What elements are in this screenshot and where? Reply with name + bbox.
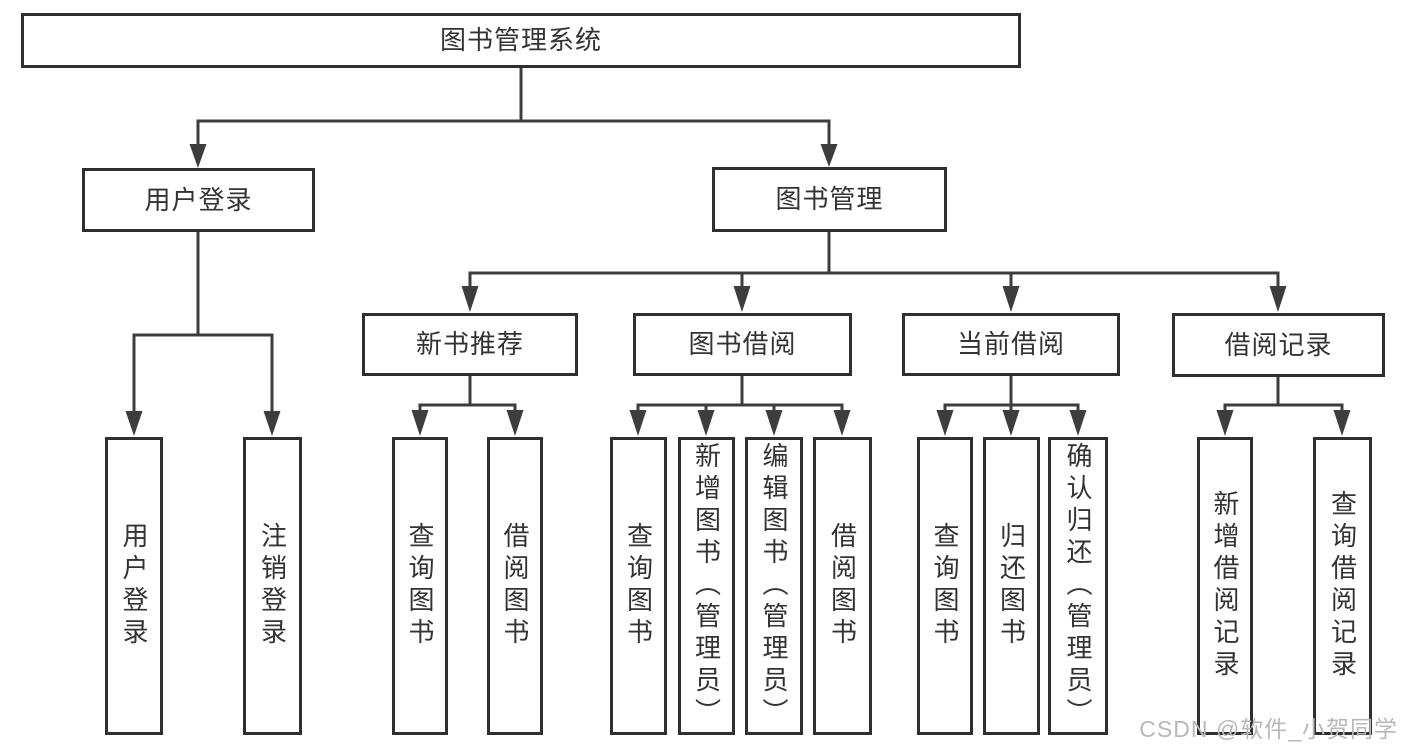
arrowheads-user-login-leaves	[125, 411, 281, 436]
leaf-record-add-borrow-record: 新增借阅记录	[1197, 437, 1253, 735]
arrowheads-record-leaves	[1216, 410, 1351, 436]
leaf-logout: 注销登录	[243, 437, 302, 735]
leaf-recommend-query-books: 查询图书	[392, 437, 448, 735]
leaf-label: 新增图书（管理员）	[691, 442, 722, 730]
leaf-current-query-books: 查询图书	[917, 437, 973, 735]
leaf-label: 归还图书	[996, 522, 1027, 650]
leaf-label: 借阅图书	[500, 522, 530, 650]
leaf-user-login: 用户登录	[105, 437, 163, 735]
arrowheads-borrow-leaves	[629, 410, 851, 436]
leaf-label: 查询图书	[930, 522, 960, 650]
node-book-management: 图书管理	[712, 167, 947, 232]
leaf-label: 编辑图书（管理员）	[759, 442, 789, 730]
connector-root-to-level2	[196, 68, 831, 146]
node-borrow-record: 借阅记录	[1172, 313, 1385, 377]
leaf-borrow-query-books: 查询图书	[610, 437, 667, 735]
leaf-borrow-add-books-admin: 新增图书（管理员）	[678, 437, 735, 735]
arrowheads-level3	[461, 286, 1287, 312]
leaf-label: 新增借阅记录	[1210, 490, 1240, 682]
node-new-book-recommend: 新书推荐	[362, 313, 578, 376]
leaf-borrow-borrow-books: 借阅图书	[813, 437, 872, 735]
arrowheads-level2	[189, 144, 838, 168]
leaf-recommend-borrow-books: 借阅图书	[487, 437, 543, 735]
connector-record-branch	[1223, 376, 1344, 412]
leaf-label: 确认归还（管理员）	[1063, 442, 1093, 730]
node-library-management-system: 图书管理系统	[21, 13, 1021, 68]
leaf-label: 查询图书	[623, 522, 654, 650]
node-label: 用户登录	[144, 184, 253, 215]
leaf-label: 查询借阅记录	[1327, 490, 1358, 682]
leaf-label: 查询图书	[405, 522, 435, 650]
node-label: 借阅记录	[1224, 329, 1333, 360]
connector-recommend-branch	[418, 376, 517, 412]
connector-current-branch	[943, 376, 1080, 412]
leaf-current-return-books: 归还图书	[983, 437, 1040, 735]
node-label: 新书推荐	[415, 329, 524, 360]
node-label: 图书管理系统	[439, 25, 602, 56]
leaf-label: 注销登录	[257, 522, 288, 650]
connector-borrow-branch	[636, 376, 844, 412]
leaf-borrow-edit-books-admin: 编辑图书（管理员）	[745, 437, 803, 735]
node-book-borrow: 图书借阅	[633, 313, 852, 376]
node-label: 图书借阅	[688, 329, 797, 360]
node-user-login: 用户登录	[82, 168, 315, 232]
arrowheads-current-leaves	[936, 410, 1087, 436]
connector-user-login-branch	[132, 232, 274, 413]
node-label: 图书管理	[775, 184, 884, 215]
arrowheads-recommend-leaves	[411, 410, 524, 436]
leaf-current-confirm-return-admin: 确认归还（管理员）	[1048, 437, 1108, 735]
connector-book-management-branch	[468, 232, 1280, 288]
node-current-borrow: 当前借阅	[902, 313, 1120, 376]
leaf-record-query-borrow-record: 查询借阅记录	[1313, 437, 1372, 735]
node-label: 当前借阅	[956, 329, 1065, 360]
leaf-label: 用户登录	[119, 522, 149, 650]
leaf-label: 借阅图书	[827, 522, 858, 650]
